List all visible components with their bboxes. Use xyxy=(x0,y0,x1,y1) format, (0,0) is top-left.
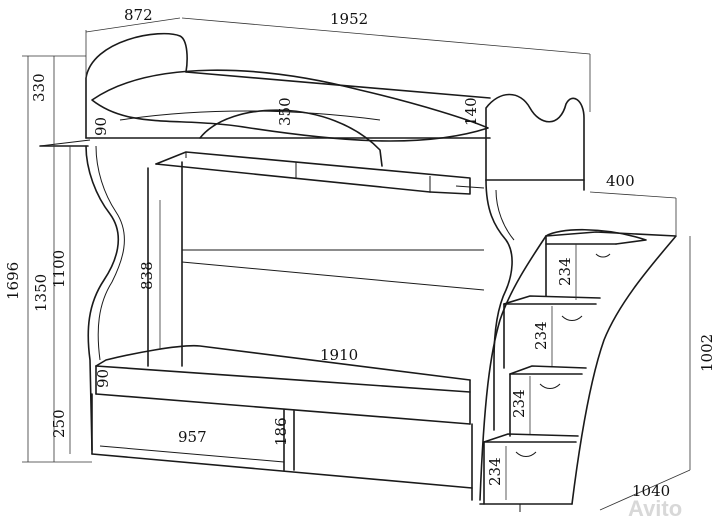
dim-bottom-rail: 90 xyxy=(94,369,112,388)
dim-drawer-w: 957 xyxy=(178,428,207,446)
dim-1350: 1350 xyxy=(32,274,50,312)
dim-top-depth: 872 xyxy=(124,6,153,24)
dim-top-length: 1952 xyxy=(330,10,368,28)
dim-gap-h: 838 xyxy=(138,261,156,290)
dimension-lines xyxy=(22,17,691,511)
dim-step-1: 234 xyxy=(556,257,574,286)
dim-total-h: 1696 xyxy=(4,262,22,300)
staircase xyxy=(479,228,677,512)
frame xyxy=(85,145,515,451)
watermark: Avito xyxy=(628,496,682,521)
dim-stair-h: 1002 xyxy=(698,334,716,372)
dim-headboard-h: 330 xyxy=(30,73,48,102)
dim-top-right-rail: 140 xyxy=(462,97,480,126)
dim-top-left-rail: 90 xyxy=(92,117,110,136)
dim-stair-width: 400 xyxy=(606,172,635,190)
dimension-labels: 872 1952 400 330 350 90 140 1696 1350 11… xyxy=(4,6,716,500)
dim-base-h: 250 xyxy=(50,409,68,438)
dim-top-bed-h: 350 xyxy=(276,97,294,126)
dim-bottom-len: 1910 xyxy=(320,346,358,364)
dim-step-3: 234 xyxy=(510,389,528,418)
bottom-bed xyxy=(91,344,473,501)
shelf xyxy=(155,151,485,195)
dim-drawer-h: 186 xyxy=(272,417,290,446)
dim-step-4: 234 xyxy=(486,457,504,486)
top-bed xyxy=(39,32,585,191)
dim-1100: 1100 xyxy=(50,250,68,288)
dim-step-2: 234 xyxy=(532,321,550,350)
dim-stair-depth: 1040 xyxy=(632,482,670,500)
